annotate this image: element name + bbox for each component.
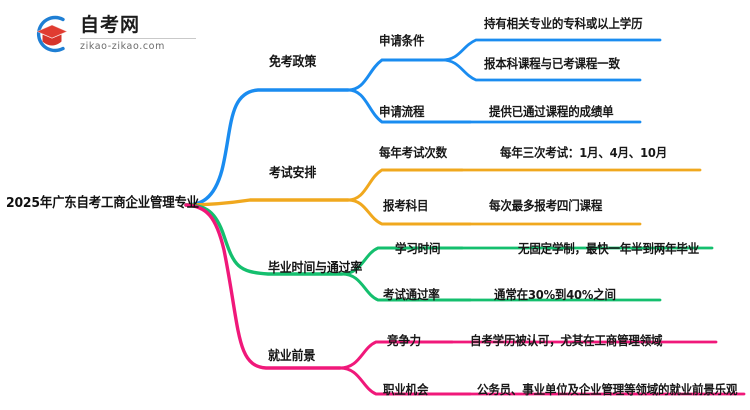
- mindmap-branch-node-3[interactable]: 毕业时间与通过率: [268, 261, 363, 276]
- mindmap-leaf-3-2-1[interactable]: 通常在30%到40%之间: [494, 287, 616, 302]
- mindmap-leaf-2-1-1[interactable]: 每年三次考试：1月、4月、10月: [500, 145, 668, 160]
- mindmap-leaf-1-2-1[interactable]: 提供已通过课程的成绩单: [489, 104, 614, 119]
- mindmap-root-node[interactable]: 2025年广东自考工商企业管理专业: [6, 195, 199, 211]
- branch-connector-4: [184, 203, 746, 396]
- branch-connector-1: [184, 38, 662, 207]
- graduation-cap-icon: [35, 15, 69, 53]
- mindmap-leaf-4-2-1[interactable]: 公务员、事业单位及企业管理等领域的就业前景乐观: [477, 382, 738, 397]
- site-logo: 自考网 zikao-zikao.com: [30, 10, 210, 58]
- mindmap-subnode-1-2[interactable]: 申请流程: [379, 104, 425, 119]
- mindmap-leaf-1-1-2[interactable]: 报本科课程与已考课程一致: [484, 56, 620, 71]
- mindmap-subnode-4-1[interactable]: 竞争力: [387, 333, 421, 348]
- mindmap-branch-node-2[interactable]: 考试安排: [269, 166, 317, 181]
- mindmap-branch-node-1[interactable]: 免考政策: [269, 55, 317, 70]
- mindmap-leaf-1-1-1[interactable]: 持有相关专业的专科或以上学历: [484, 16, 643, 31]
- mindmap-leaf-4-1-1[interactable]: 自考学历被认可，尤其在工商管理领域: [470, 333, 663, 348]
- mindmap-leaf-2-2-1[interactable]: 每次最多报考四门课程: [489, 198, 603, 213]
- branch-connector-2: [184, 168, 702, 226]
- mindmap-leaf-3-1-1[interactable]: 无固定学制，最快一年半到两年毕业: [518, 241, 700, 256]
- mindmap-subnode-3-1[interactable]: 学习时间: [395, 241, 441, 256]
- logo-text-block: 自考网 zikao-zikao.com: [80, 14, 210, 52]
- logo-site-name: 自考网: [80, 14, 141, 36]
- mindmap-subnode-3-2[interactable]: 考试通过率: [383, 287, 440, 302]
- logo-divider: [80, 38, 196, 39]
- mindmap-subnode-2-1[interactable]: 每年考试次数: [379, 145, 447, 160]
- logo-domain: zikao-zikao.com: [80, 41, 165, 52]
- mindmap-subnode-2-2[interactable]: 报考科目: [383, 198, 429, 213]
- mindmap-subnode-1-1[interactable]: 申请条件: [379, 33, 425, 48]
- mindmap-branch-node-4[interactable]: 就业前景: [268, 349, 316, 364]
- mindmap-subnode-4-2[interactable]: 职业机会: [383, 382, 429, 397]
